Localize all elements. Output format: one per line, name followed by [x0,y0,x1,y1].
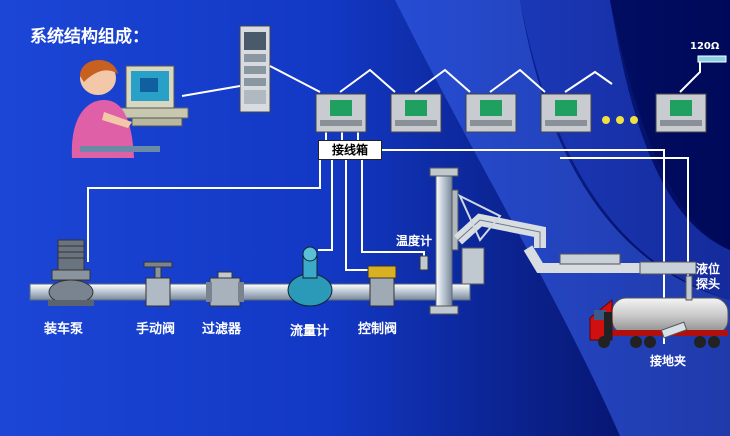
server-cabinet [239,25,271,113]
pipeline [29,167,697,315]
controller-unit [655,93,707,133]
thermometer-label: 温度计 [396,234,433,248]
controller-unit [315,93,367,133]
filter-label: 过滤器 [202,322,242,337]
ground-clamp-label: 接地夹 [650,354,687,368]
controller-unit [465,93,517,133]
controller-unit [540,93,592,133]
loading-pump [48,239,94,306]
manual-valve-label: 手动阀 [136,322,176,337]
pump-label: 装车泵 [44,322,84,337]
operator-workstation [71,59,189,158]
filter [206,271,244,307]
controller-unit [390,93,442,133]
junction-box: 接线箱 [318,140,382,160]
terminator-resistor [697,55,727,63]
thermometer [419,255,429,271]
level-probe-label: 液位探头 [696,262,721,291]
flow-meter-label: 流量计 [290,324,330,339]
terminator-label: 120Ω [690,41,720,52]
page-title: 系统结构组成： [30,27,149,47]
controller-row [315,93,707,133]
manual-valve [143,261,173,307]
tanker-truck [589,275,729,348]
signal-wiring [87,62,701,344]
control-valve-label: 控制阀 [358,322,398,337]
flow-meter [287,246,333,307]
control-valve [367,265,397,307]
